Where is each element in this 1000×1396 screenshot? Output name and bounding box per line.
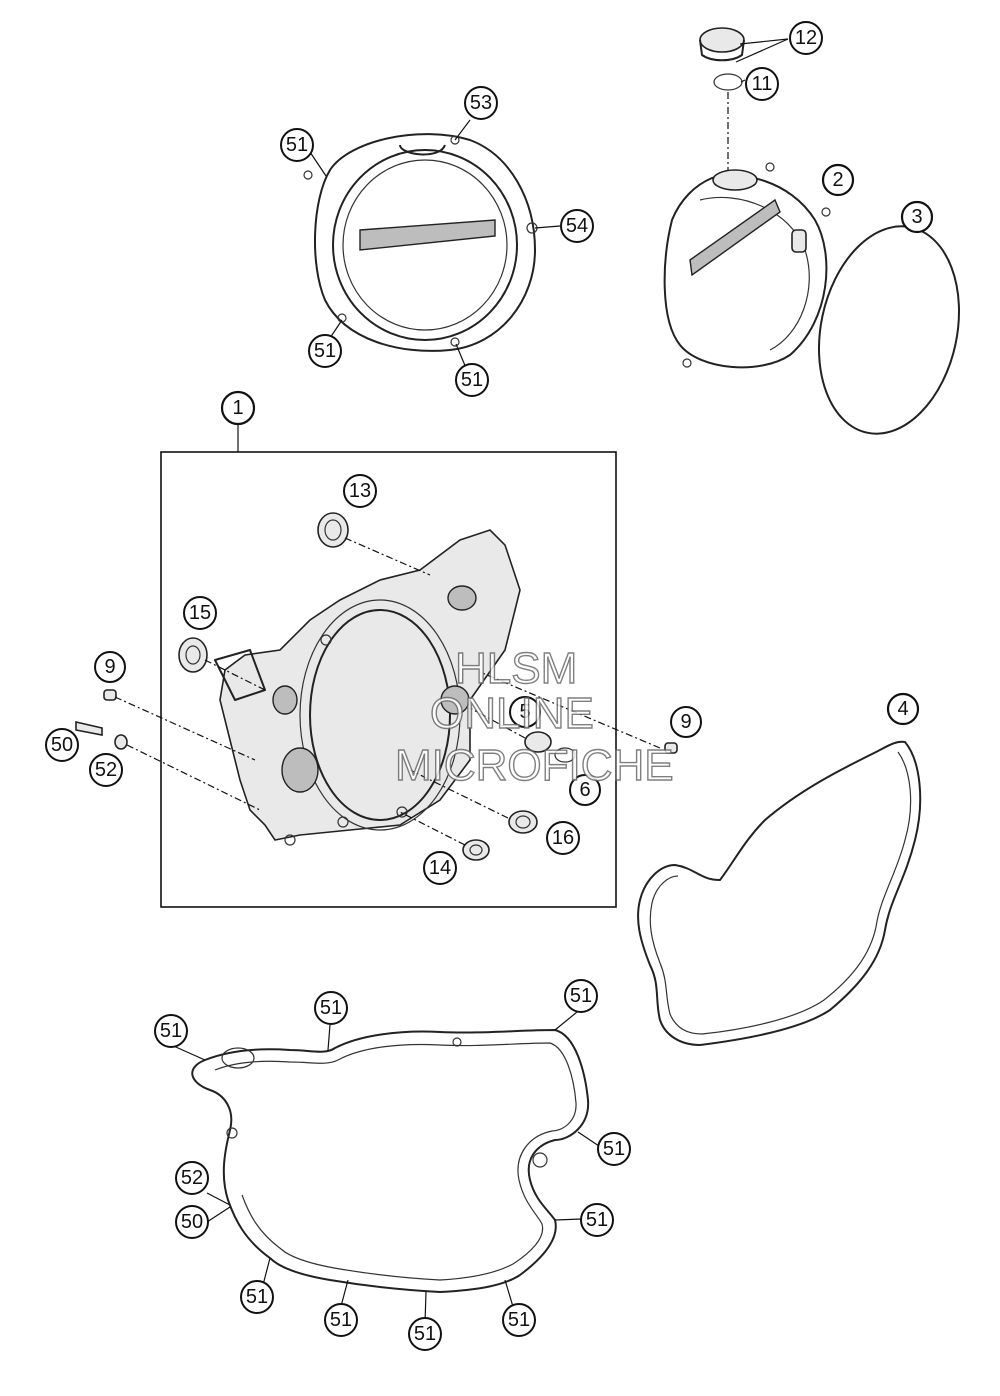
callout-52-bottom[interactable]: 52 <box>175 1161 209 1195</box>
svg-text:MICROFICHE: MICROFICHE <box>395 741 674 790</box>
callout-51-gasket-3[interactable]: 51 <box>564 979 598 1013</box>
callout-52-top[interactable]: 52 <box>89 753 123 787</box>
svg-text:ONLINE: ONLINE <box>430 689 594 738</box>
callout-1[interactable]: 1 <box>220 390 256 426</box>
svg-text:50: 50 <box>51 734 73 756</box>
callout-9-right[interactable]: 9 <box>670 706 702 738</box>
svg-text:51: 51 <box>570 985 592 1007</box>
svg-text:50: 50 <box>181 1211 203 1233</box>
bearing-16[interactable] <box>508 810 538 834</box>
svg-text:52: 52 <box>181 1167 203 1189</box>
callout-51-gasket-9[interactable]: 51 <box>502 1303 536 1337</box>
svg-text:15: 15 <box>189 602 211 624</box>
callout-15[interactable]: 15 <box>183 596 217 630</box>
seal-15[interactable] <box>178 637 208 673</box>
watermark: HLSM ONLINE MICROFICHE <box>394 643 674 790</box>
callout-51-gasket-8[interactable]: 51 <box>408 1317 442 1351</box>
washer-6[interactable] <box>554 747 576 763</box>
svg-text:6: 6 <box>579 779 590 801</box>
svg-text:51: 51 <box>320 997 342 1019</box>
svg-text:HLSM: HLSM <box>455 644 577 693</box>
svg-text:51: 51 <box>246 1286 268 1308</box>
clutch-cover-housing[interactable] <box>214 529 521 846</box>
dowel-pin-9-right[interactable] <box>664 742 678 754</box>
svg-text:51: 51 <box>586 1209 608 1231</box>
svg-text:4: 4 <box>897 698 908 720</box>
callout-13[interactable]: 13 <box>343 474 377 508</box>
callout-4[interactable]: 4 <box>886 692 920 726</box>
svg-text:51: 51 <box>603 1138 625 1160</box>
svg-text:51: 51 <box>414 1323 436 1345</box>
svg-text:51: 51 <box>461 369 483 391</box>
outer-clutch-cover[interactable] <box>303 133 538 352</box>
oil-filler-plug[interactable] <box>699 27 745 170</box>
callout-9-left[interactable]: 9 <box>94 651 126 683</box>
seal-13[interactable] <box>317 512 349 548</box>
callout-2[interactable]: 2 <box>821 163 855 197</box>
callout-51-gasket-5[interactable]: 51 <box>580 1203 614 1237</box>
callout-50-top[interactable]: 50 <box>45 728 79 762</box>
callout-14[interactable]: 14 <box>423 851 457 885</box>
callout-12[interactable]: 12 <box>789 21 823 55</box>
callout-50-bottom[interactable]: 50 <box>175 1205 209 1239</box>
callout-11[interactable]: 11 <box>745 67 779 101</box>
svg-text:52: 52 <box>95 759 117 781</box>
svg-text:3: 3 <box>911 206 922 228</box>
gasket-hole <box>221 1047 255 1069</box>
svg-text:53: 53 <box>470 92 492 114</box>
callout-51-gasket-4[interactable]: 51 <box>597 1132 631 1166</box>
clutch-cover-2[interactable] <box>663 162 831 369</box>
svg-text:51: 51 <box>330 1309 352 1331</box>
callout-51-cover-bottom[interactable]: 51 <box>455 363 489 397</box>
svg-text:9: 9 <box>104 656 115 678</box>
callout-51-gasket-1[interactable]: 51 <box>154 1014 188 1048</box>
svg-text:51: 51 <box>314 340 336 362</box>
gasket-4[interactable] <box>637 740 922 1046</box>
seal-14[interactable] <box>462 839 490 861</box>
callout-54[interactable]: 54 <box>560 209 594 243</box>
svg-text:51: 51 <box>508 1309 530 1331</box>
svg-text:5: 5 <box>519 701 530 723</box>
callout-51-gasket-6[interactable]: 51 <box>240 1280 274 1314</box>
svg-text:11: 11 <box>752 73 773 95</box>
screw-50[interactable] <box>75 720 103 736</box>
callout-16[interactable]: 16 <box>546 821 580 855</box>
svg-text:14: 14 <box>429 857 451 879</box>
callout-6[interactable]: 6 <box>569 774 601 806</box>
callout-5[interactable]: 5 <box>509 696 541 728</box>
o-ring-3[interactable] <box>801 213 978 447</box>
callout-51-gasket-2[interactable]: 51 <box>314 991 348 1025</box>
callout-51-cover-top[interactable]: 51 <box>280 128 314 162</box>
svg-text:2: 2 <box>832 169 843 191</box>
svg-text:54: 54 <box>566 215 588 237</box>
gasket-large[interactable] <box>191 1029 590 1293</box>
seal-5[interactable] <box>524 731 552 753</box>
assembly-frame <box>160 451 617 908</box>
svg-text:9: 9 <box>680 711 691 733</box>
svg-text:16: 16 <box>552 827 574 849</box>
svg-text:1: 1 <box>232 397 243 419</box>
svg-text:51: 51 <box>160 1020 182 1042</box>
svg-text:13: 13 <box>349 480 371 502</box>
callout-53[interactable]: 53 <box>464 86 498 120</box>
washer-52[interactable] <box>114 734 128 750</box>
callout-51-gasket-7[interactable]: 51 <box>324 1303 358 1337</box>
dowel-pin-9-left[interactable] <box>103 689 117 701</box>
callout-3[interactable]: 3 <box>900 200 934 234</box>
svg-text:51: 51 <box>286 134 308 156</box>
svg-text:12: 12 <box>795 27 817 49</box>
callout-51-cover-left[interactable]: 51 <box>308 334 342 368</box>
